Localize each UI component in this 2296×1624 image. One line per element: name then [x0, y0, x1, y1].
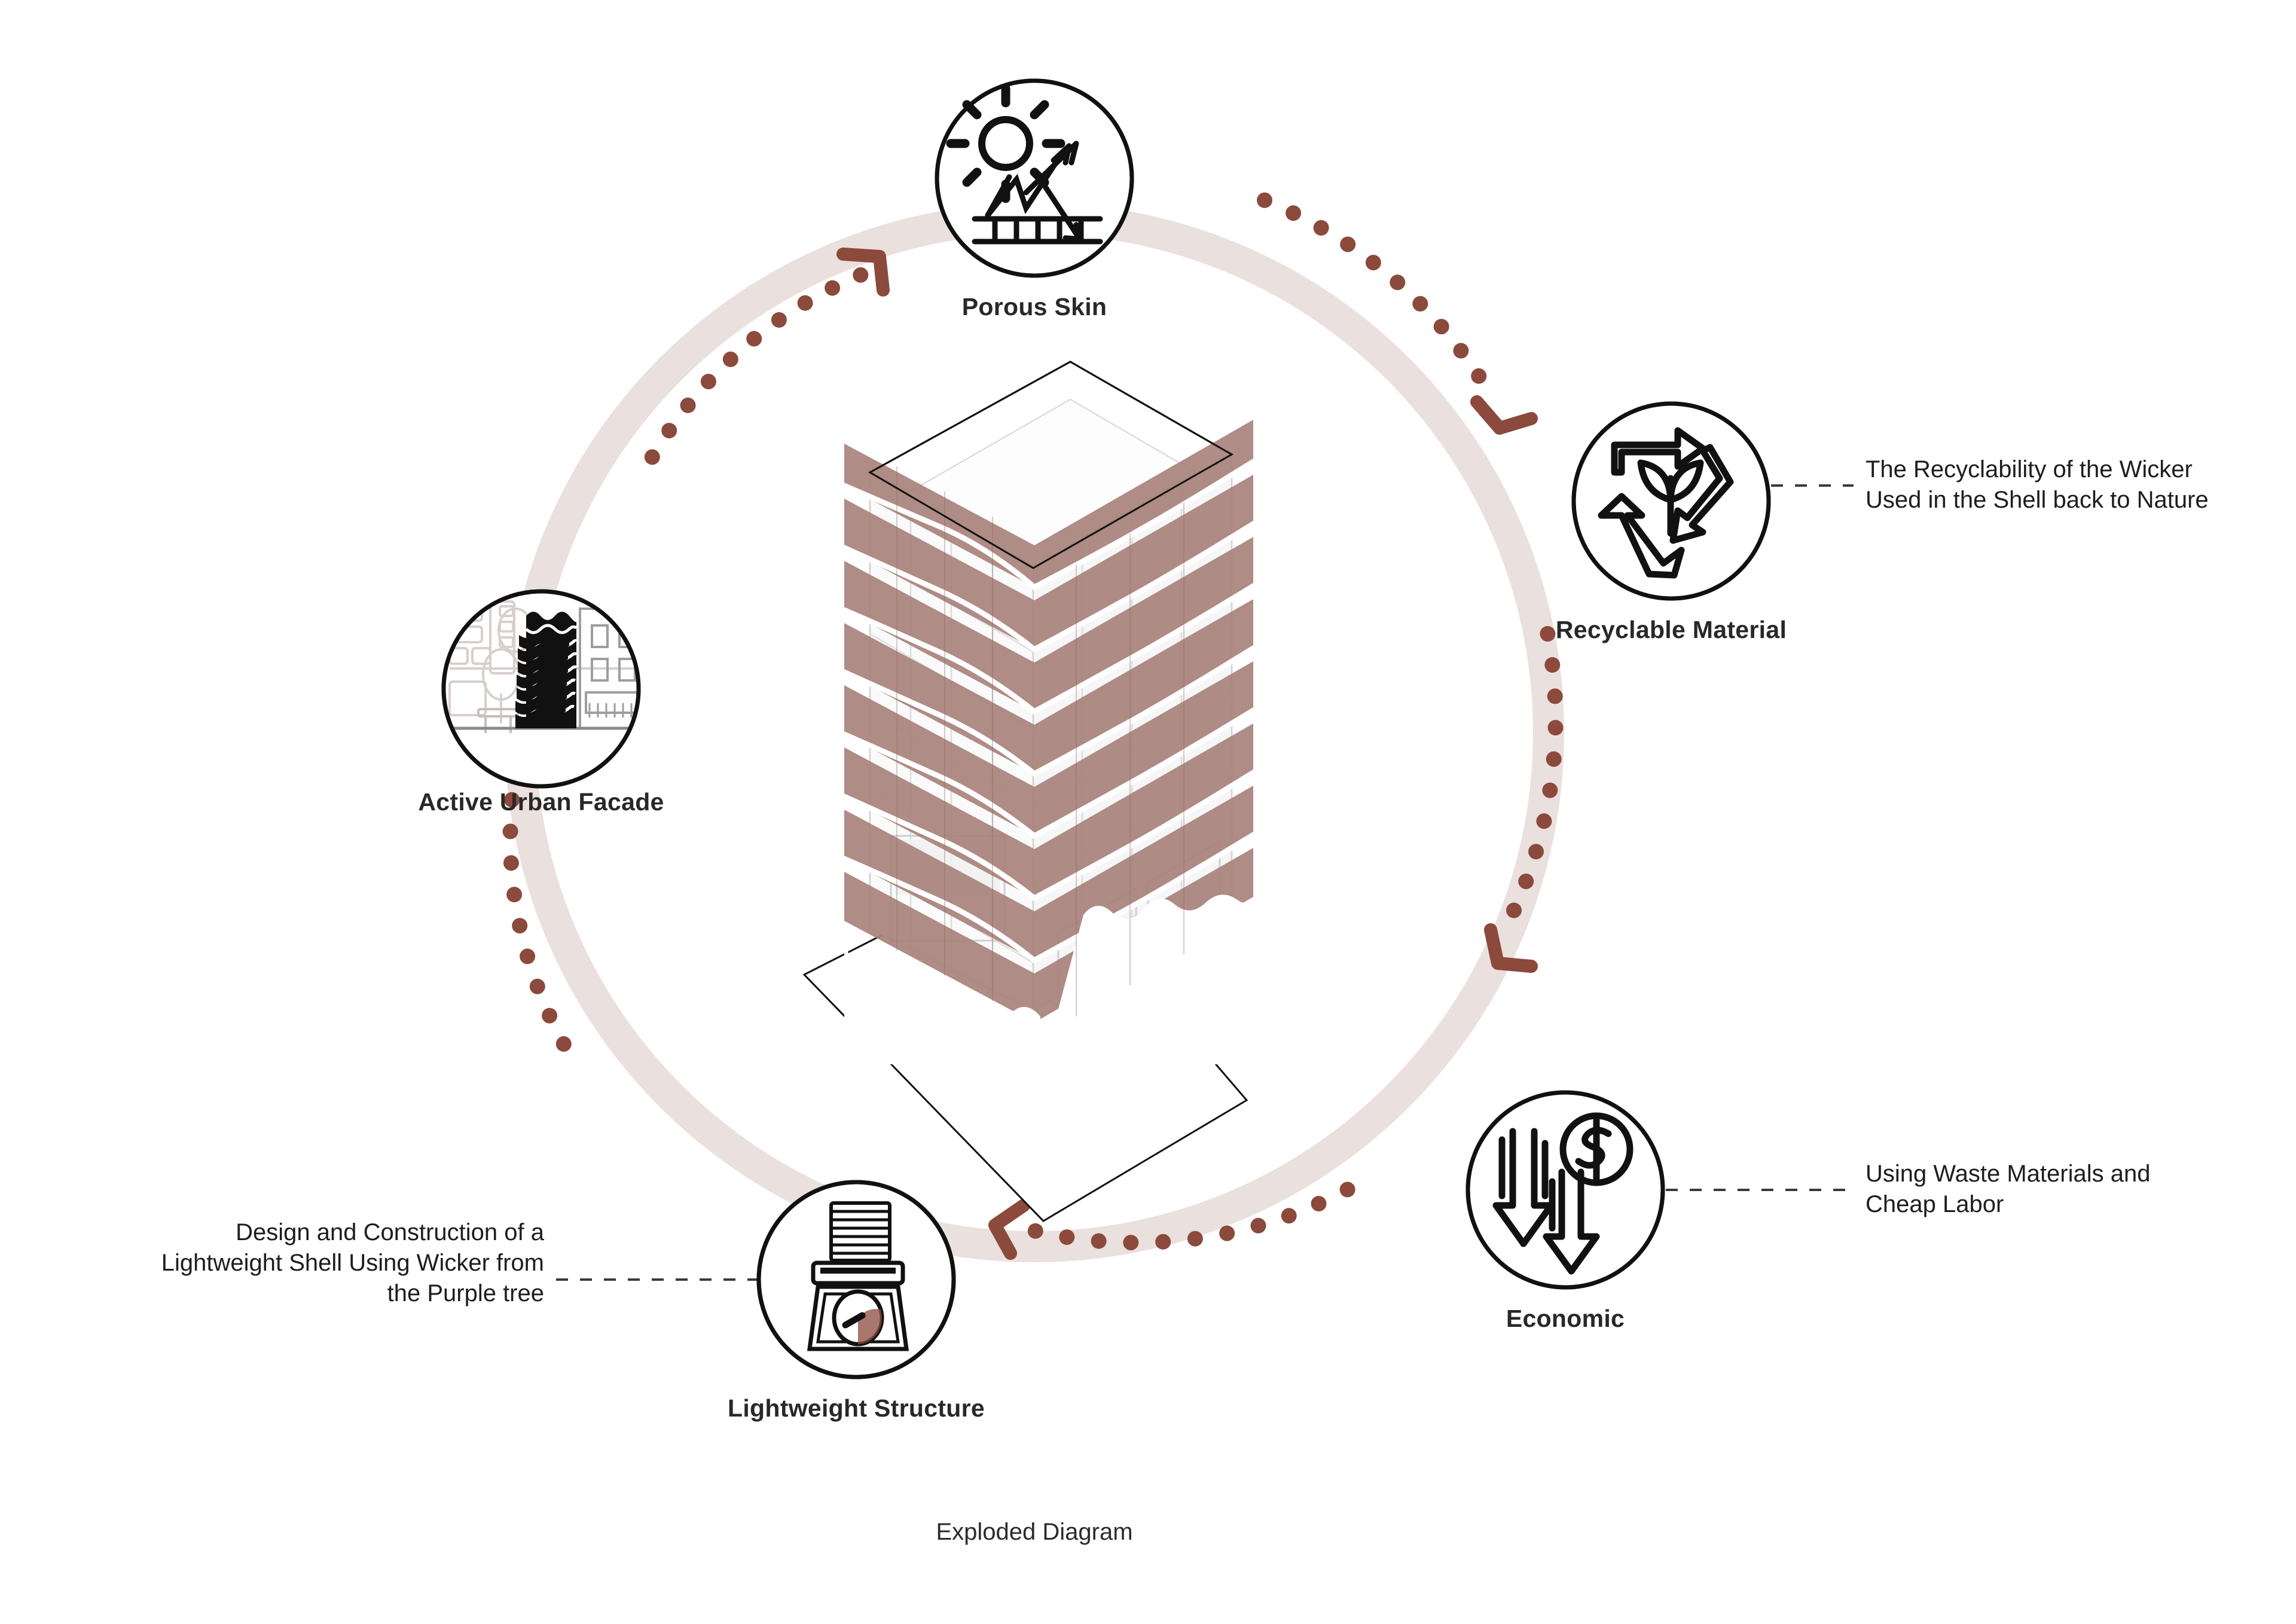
node-lightweight-structure[interactable]	[756, 1180, 956, 1379]
cycle-flow-arrows	[493, 192, 1564, 1260]
node-label-porous-skin: Porous Skin	[961, 293, 1107, 320]
node-active-urban-facade[interactable]	[441, 589, 647, 789]
sun-solar-louver-icon	[946, 84, 1103, 245]
annotation-economic: Using Waste Materials and Cheap Labor	[1866, 1161, 2151, 1218]
node-economic[interactable]	[1465, 1090, 1665, 1290]
node-label-lightweight-structure: Lightweight Structure	[728, 1394, 985, 1422]
node-label-economic: Economic	[1506, 1305, 1625, 1332]
flow-arc-top-left	[644, 248, 890, 465]
urban-streetscape-building-icon	[444, 591, 639, 786]
diagram-caption: Exploded Diagram	[936, 1519, 1133, 1545]
flow-arc-right	[1484, 626, 1564, 973]
node-label-recyclable-material: Recyclable Material	[1555, 616, 1787, 643]
recycle-leaf-icon	[1598, 427, 1734, 579]
node-recyclable-material[interactable]	[1571, 401, 1771, 601]
annotation-leader-lines	[556, 484, 1854, 1281]
wicker-shell-bands	[841, 420, 1268, 1064]
flow-arc-bottom	[988, 1182, 1355, 1260]
annotation-recyclable-material: The Recyclability of the Wicker Used in …	[1866, 456, 2209, 514]
annotation-lightweight-structure: Design and Construction of a Lightweight…	[161, 1219, 544, 1307]
weighing-scale-icon	[807, 1201, 909, 1351]
node-label-active-urban-facade: Active Urban Facade	[418, 788, 664, 816]
dollar-down-arrows-icon	[1492, 1112, 1634, 1275]
node-porous-skin[interactable]	[935, 78, 1134, 278]
exploded-axonometric-building	[802, 361, 1268, 1222]
flow-arc-top-right	[1257, 192, 1538, 435]
massing-top-outline	[868, 361, 1234, 569]
